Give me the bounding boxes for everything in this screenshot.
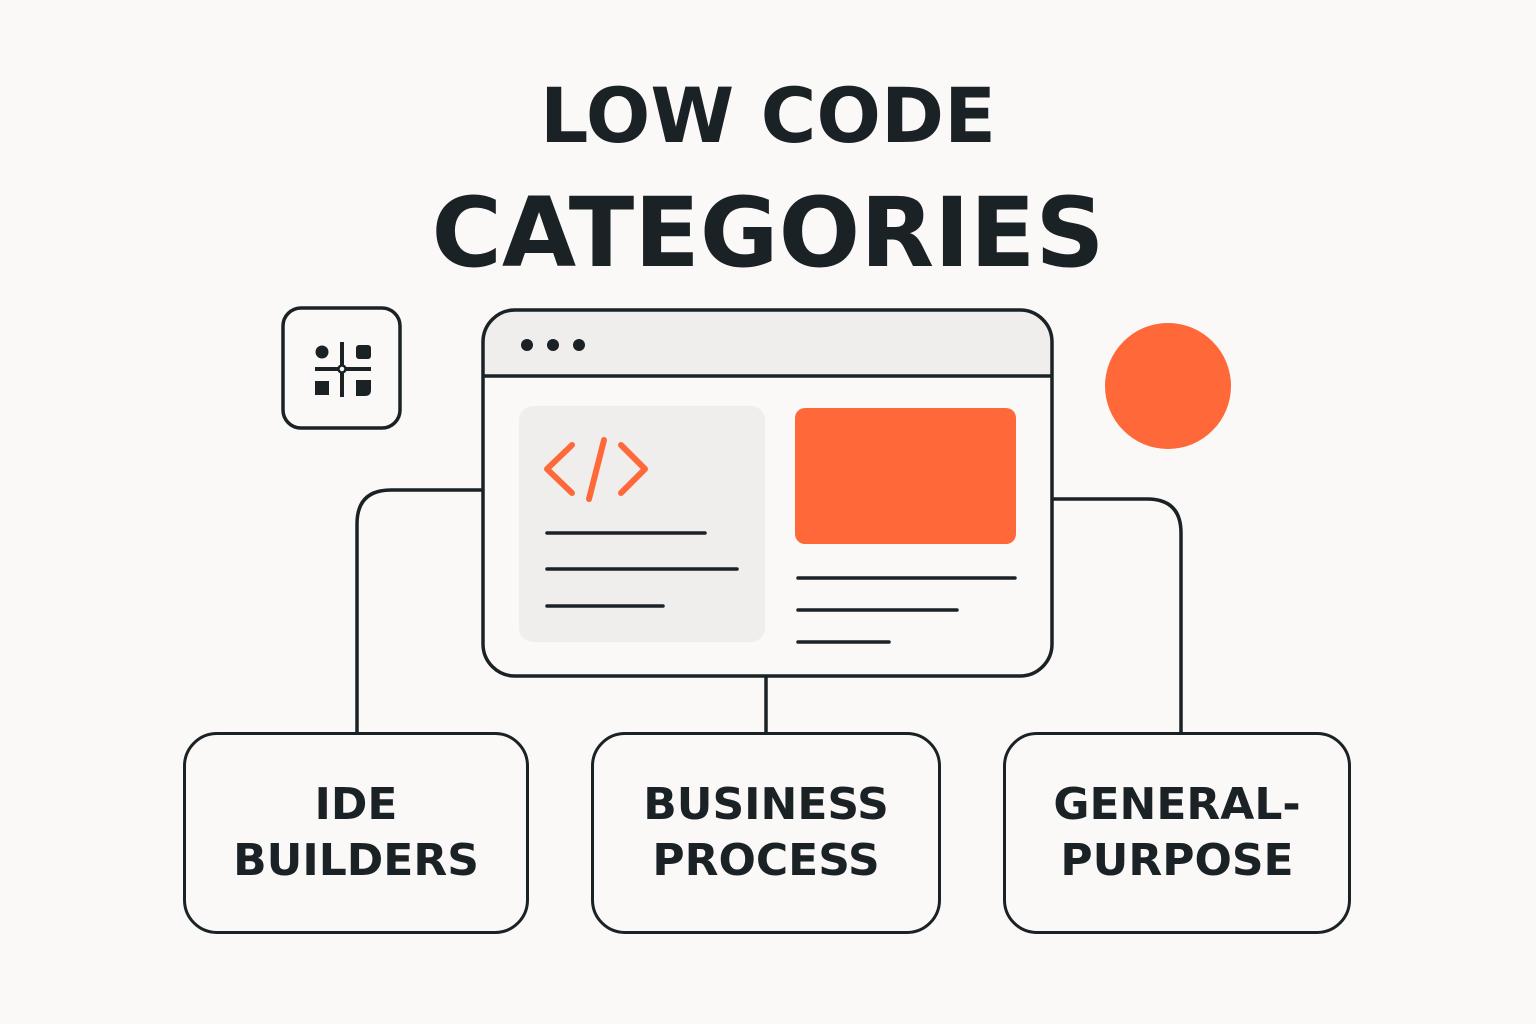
accent-circle	[1105, 323, 1231, 449]
category-box-business-process: BUSINESS PROCESS	[591, 732, 941, 934]
category-label-line-1: GENERAL-	[1053, 779, 1301, 830]
category-label-line-2: PURPOSE	[1060, 835, 1294, 886]
code-icon	[544, 437, 648, 502]
connectors	[355, 488, 1183, 734]
category-box-general-purpose: GENERAL- PURPOSE	[1003, 732, 1351, 934]
category-label-line-2: BUILDERS	[233, 835, 479, 886]
browser-window	[481, 308, 1054, 678]
preview-panel	[795, 408, 1017, 644]
category-label-line-1: BUSINESS	[643, 779, 889, 830]
connector-left	[355, 488, 485, 734]
title-line-1: LOW CODE	[540, 71, 996, 160]
code-panel	[519, 406, 765, 642]
grid-tool-icon	[281, 306, 402, 430]
window-control-dots	[521, 339, 585, 351]
category-box-ide-builders: IDE BUILDERS	[183, 732, 529, 934]
connector-right	[1050, 497, 1183, 734]
title-line-2: CATEGORIES	[431, 177, 1105, 289]
category-label-line-2: PROCESS	[652, 835, 880, 886]
category-label-line-1: IDE	[314, 779, 398, 830]
